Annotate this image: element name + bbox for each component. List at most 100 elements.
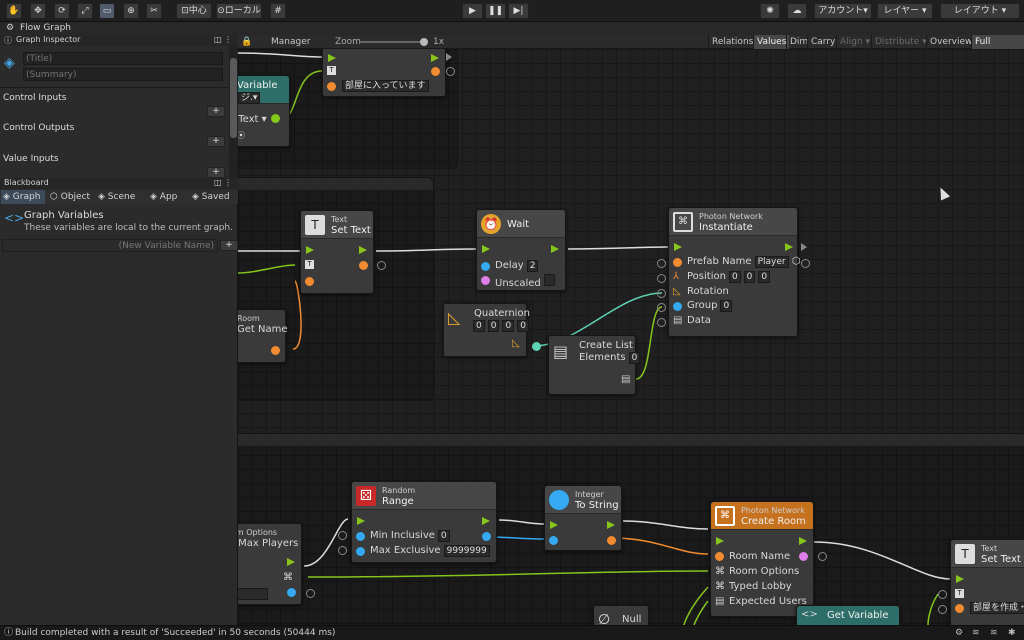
- carry-toggle[interactable]: Carry: [807, 35, 838, 49]
- flow-output-port[interactable]: [799, 537, 807, 545]
- string-output-port[interactable]: [607, 536, 616, 545]
- position-x-field[interactable]: 0: [728, 271, 741, 283]
- pause-button[interactable]: ❚❚: [485, 3, 506, 19]
- flow-input-port[interactable]: [550, 521, 558, 529]
- add-control-input-button[interactable]: +: [207, 106, 225, 117]
- window-title[interactable]: Flow Graph: [20, 23, 72, 33]
- value-input-port[interactable]: [657, 274, 666, 283]
- inspector-scrollbar[interactable]: [229, 46, 238, 180]
- flow-input-port[interactable]: [328, 54, 336, 62]
- tab-app[interactable]: ◈ App: [150, 190, 186, 204]
- flow-output-port[interactable]: [359, 246, 367, 254]
- group-header[interactable]: [238, 178, 433, 190]
- elements-count-field[interactable]: 0: [628, 352, 641, 364]
- tab-saved[interactable]: ◈ Saved: [192, 190, 238, 204]
- pivot-local-button[interactable]: ⊙ローカル: [216, 3, 262, 19]
- string-output-port[interactable]: [359, 261, 368, 270]
- graph-canvas[interactable]: Variable ジ.▾ sText ▾ ⦿ T 部屋に入っています T Tex…: [238, 49, 1024, 625]
- value-input-port[interactable]: [338, 531, 347, 540]
- grid-snap-icon[interactable]: #: [270, 3, 286, 19]
- float-output-port[interactable]: [482, 532, 491, 541]
- tab-object[interactable]: ⬡ Object: [50, 190, 96, 204]
- add-value-input-button[interactable]: +: [207, 167, 225, 178]
- room-name-input-port[interactable]: [715, 552, 724, 561]
- layout-dropdown[interactable]: レイアウト ▾: [940, 3, 1020, 19]
- manager-breadcrumb[interactable]: Manager: [268, 35, 313, 49]
- flow-output-port[interactable]: [446, 53, 452, 61]
- graph-summary-input[interactable]: [23, 68, 223, 81]
- string-output-port[interactable]: [271, 346, 280, 355]
- bool-output-port[interactable]: [799, 552, 808, 561]
- set-text-node[interactable]: T Text Set Text T 部屋を作成・入: [950, 539, 1024, 625]
- position-z-field[interactable]: 0: [758, 271, 771, 283]
- values-toggle[interactable]: Values: [753, 35, 790, 49]
- text-component-icon[interactable]: T: [955, 589, 964, 598]
- cloud-icon[interactable]: ☁: [787, 3, 807, 19]
- custom-tool-icon[interactable]: ✂: [146, 3, 162, 19]
- string-input-port[interactable]: [327, 82, 336, 91]
- list-output-icon[interactable]: ▤: [621, 374, 631, 385]
- settings-icon[interactable]: ✱: [1008, 628, 1016, 638]
- dim-toggle[interactable]: Dim: [786, 35, 811, 49]
- flow-input-port[interactable]: [306, 246, 314, 254]
- node-header[interactable]: Integer To String: [545, 486, 621, 514]
- control-outputs-header[interactable]: Control Outputs: [3, 123, 75, 133]
- node-header[interactable]: T Text Set Text: [301, 211, 373, 239]
- value-output-port[interactable]: [446, 67, 455, 76]
- move-tool-icon[interactable]: ✥: [30, 3, 46, 19]
- flow-input-port[interactable]: [956, 575, 964, 583]
- delay-input-port[interactable]: [481, 262, 490, 271]
- target-icon[interactable]: ⦿: [238, 131, 245, 140]
- prefab-input-port[interactable]: [673, 258, 682, 267]
- unscaled-input-port[interactable]: [481, 276, 490, 285]
- node-header[interactable]: ⌘ Photon Network Instantiate: [669, 208, 797, 236]
- quaternion-y-field[interactable]: 0: [487, 320, 500, 332]
- delay-field[interactable]: 2: [526, 260, 539, 272]
- text-value-field[interactable]: 部屋に入っています: [342, 80, 429, 92]
- value-output-port[interactable]: [818, 552, 827, 561]
- node-header[interactable]: ⏰ Wait: [477, 210, 565, 238]
- node-header[interactable]: T Text Set Text: [951, 540, 1024, 568]
- quaternion-x-field[interactable]: 0: [473, 320, 485, 332]
- distribute-dropdown[interactable]: Distribute ▾: [871, 35, 930, 49]
- value-inputs-header[interactable]: Value Inputs: [3, 154, 59, 164]
- position-y-field[interactable]: 0: [743, 271, 756, 283]
- node-header[interactable]: <> Get Variable: [797, 606, 899, 625]
- overview-button[interactable]: Overview: [926, 35, 975, 49]
- room-get-name-node[interactable]: Room Get Name: [238, 309, 288, 363]
- add-control-output-button[interactable]: +: [207, 136, 225, 147]
- scrollbar-thumb[interactable]: [230, 58, 237, 138]
- max-players-field[interactable]: [238, 588, 268, 600]
- flow-input-port[interactable]: [482, 245, 490, 253]
- value-input-port[interactable]: [338, 546, 347, 555]
- flow-input-port[interactable]: [674, 243, 682, 251]
- text-component-icon[interactable]: T: [305, 260, 314, 269]
- photon-instantiate-node[interactable]: ⌘ Photon Network Instantiate Prefab Name…: [668, 207, 801, 337]
- value-input-port[interactable]: [938, 605, 947, 614]
- unscaled-checkbox[interactable]: [543, 274, 555, 286]
- value-output-port[interactable]: [271, 114, 280, 123]
- flow-input-port[interactable]: [716, 537, 724, 545]
- flow-output-port[interactable]: [801, 243, 807, 251]
- step-button[interactable]: ▶|: [508, 3, 529, 19]
- rotation-output-port[interactable]: [532, 342, 541, 351]
- value-output-port[interactable]: [801, 259, 810, 268]
- flow-output-port[interactable]: [785, 243, 793, 251]
- node-header[interactable]: ⌘ Photon Network Create Room: [711, 502, 813, 530]
- services-icon[interactable]: ✺: [760, 3, 780, 19]
- value-input-port[interactable]: [657, 303, 666, 312]
- flow-input-port[interactable]: [357, 517, 365, 525]
- debug-icon[interactable]: ⚙: [955, 628, 964, 638]
- value-input-port[interactable]: [657, 259, 666, 268]
- flow-output-port[interactable]: [607, 521, 615, 529]
- zoom-slider[interactable]: [360, 41, 426, 43]
- string-input-port[interactable]: [955, 604, 964, 613]
- node-header[interactable]: ⚄ Random Range: [352, 482, 496, 510]
- zoom-slider-handle[interactable]: [420, 38, 428, 46]
- get-variable-node[interactable]: Variable ジ.▾ sText ▾ ⦿: [238, 75, 290, 147]
- max-input-port[interactable]: [356, 547, 365, 556]
- value-output-port[interactable]: [377, 261, 386, 270]
- lock-icon[interactable]: 🔒: [241, 37, 253, 47]
